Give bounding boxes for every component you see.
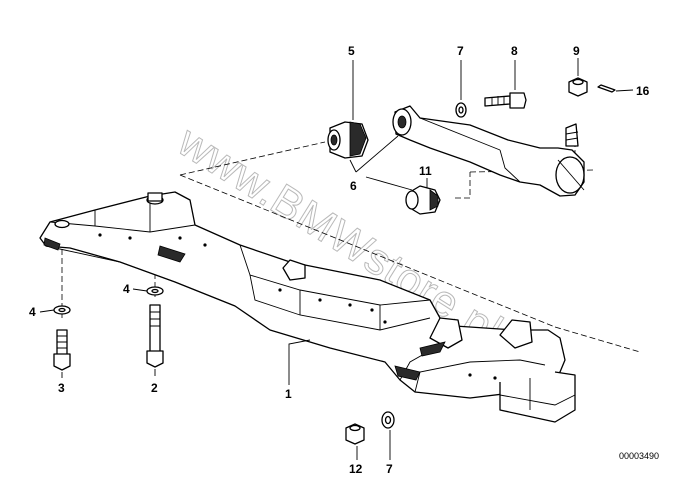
callout-labels: 5 7 8 9 16 6 11 4 4 3 2 1 12 7	[29, 44, 650, 476]
callout-3: 3	[58, 381, 65, 395]
washer-middle	[146, 286, 164, 296]
rubber-mount	[327, 121, 369, 159]
control-arm	[392, 105, 585, 197]
callout-4-middle: 4	[123, 282, 130, 296]
bolt-middle	[146, 304, 164, 368]
callout-7-bottom: 7	[386, 462, 393, 476]
bolt-left	[53, 329, 71, 371]
callout-2: 2	[151, 381, 158, 395]
washer-top	[455, 102, 467, 118]
callout-6: 6	[350, 179, 357, 193]
callout-4-left: 4	[29, 305, 36, 319]
nut-bottom	[345, 423, 365, 445]
nut-top	[568, 77, 588, 97]
callout-12: 12	[349, 462, 363, 476]
callout-7-top: 7	[457, 44, 464, 58]
bushing	[405, 185, 441, 215]
callout-5: 5	[348, 44, 355, 58]
washer-left	[53, 305, 71, 315]
callout-16: 16	[636, 84, 650, 98]
callout-8: 8	[511, 44, 518, 58]
axle-carrier	[39, 191, 576, 423]
callout-1: 1	[285, 387, 292, 401]
bolt-top	[484, 92, 527, 109]
diagram-id: 00003490	[619, 451, 659, 461]
leader-lines	[39, 58, 634, 460]
cotter-pin	[597, 84, 616, 93]
washer-bottom	[381, 411, 395, 429]
callout-11: 11	[419, 164, 432, 178]
callout-9: 9	[573, 44, 580, 58]
